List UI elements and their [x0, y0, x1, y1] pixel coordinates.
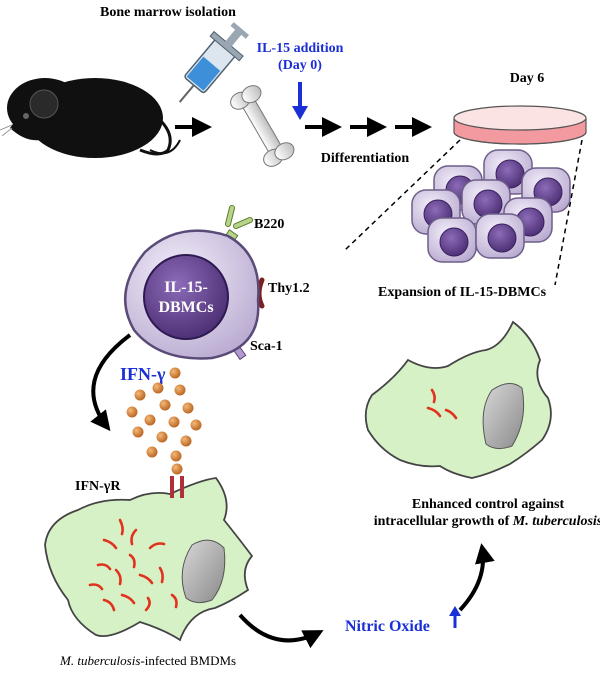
dbmc-label-line1: IL-15-	[164, 279, 208, 296]
expansion-label: Expansion of IL-15-DBMCs	[378, 285, 547, 300]
syringe-icon	[178, 22, 250, 103]
infected-bmdm-caption: M. tuberculosis-infected BMDMs	[59, 653, 236, 668]
nitric-oxide-label: Nitric Oxide	[345, 618, 430, 635]
mouse-icon	[0, 78, 181, 158]
caption-rest: -infected BMDMs	[140, 653, 236, 668]
curved-arrow-secretion	[90, 333, 132, 432]
curved-arrow-no	[238, 613, 324, 649]
day6-label: Day 6	[510, 71, 545, 86]
curved-arrow-up	[458, 543, 495, 612]
ifn-particles	[126, 367, 202, 462]
sca1-label: Sca-1	[250, 339, 283, 354]
bound-ifn	[171, 463, 183, 475]
day0-label: (Day 0)	[278, 58, 322, 73]
dbmc-label-line2: DBMCs	[158, 299, 213, 316]
petri-dish-icon	[453, 105, 587, 145]
b220-label: B220	[254, 217, 284, 232]
cell-cluster-icon	[411, 149, 571, 263]
enhanced-line2-pre: intracellular growth of	[374, 514, 513, 529]
recovered-macrophage-icon	[364, 320, 552, 479]
thy12-label: Thy1.2	[268, 281, 310, 296]
ifngr-label: IFN-γR	[75, 479, 121, 494]
il15-label: IL-15 addition	[257, 41, 344, 56]
bone-icon	[230, 85, 295, 167]
enhanced-line2: intracellular growth of M. tuberculosis	[374, 514, 600, 529]
enhanced-line1: Enhanced control against	[412, 497, 565, 512]
caption-italic: M. tuberculosis	[59, 653, 140, 668]
up-arrow-icon	[449, 606, 461, 628]
zoom-line-right	[554, 139, 583, 286]
ifng-label: IFN-γ	[120, 364, 166, 384]
dbmc-cell-icon: IL-15- DBMCs	[123, 205, 265, 361]
differentiation-label: Differentiation	[321, 151, 410, 166]
il15-down-arrow	[292, 82, 308, 120]
bone-marrow-label: Bone marrow isolation	[100, 5, 236, 20]
macrophage-icon	[44, 476, 254, 642]
enhanced-line2-italic: M. tuberculosis	[512, 514, 600, 529]
